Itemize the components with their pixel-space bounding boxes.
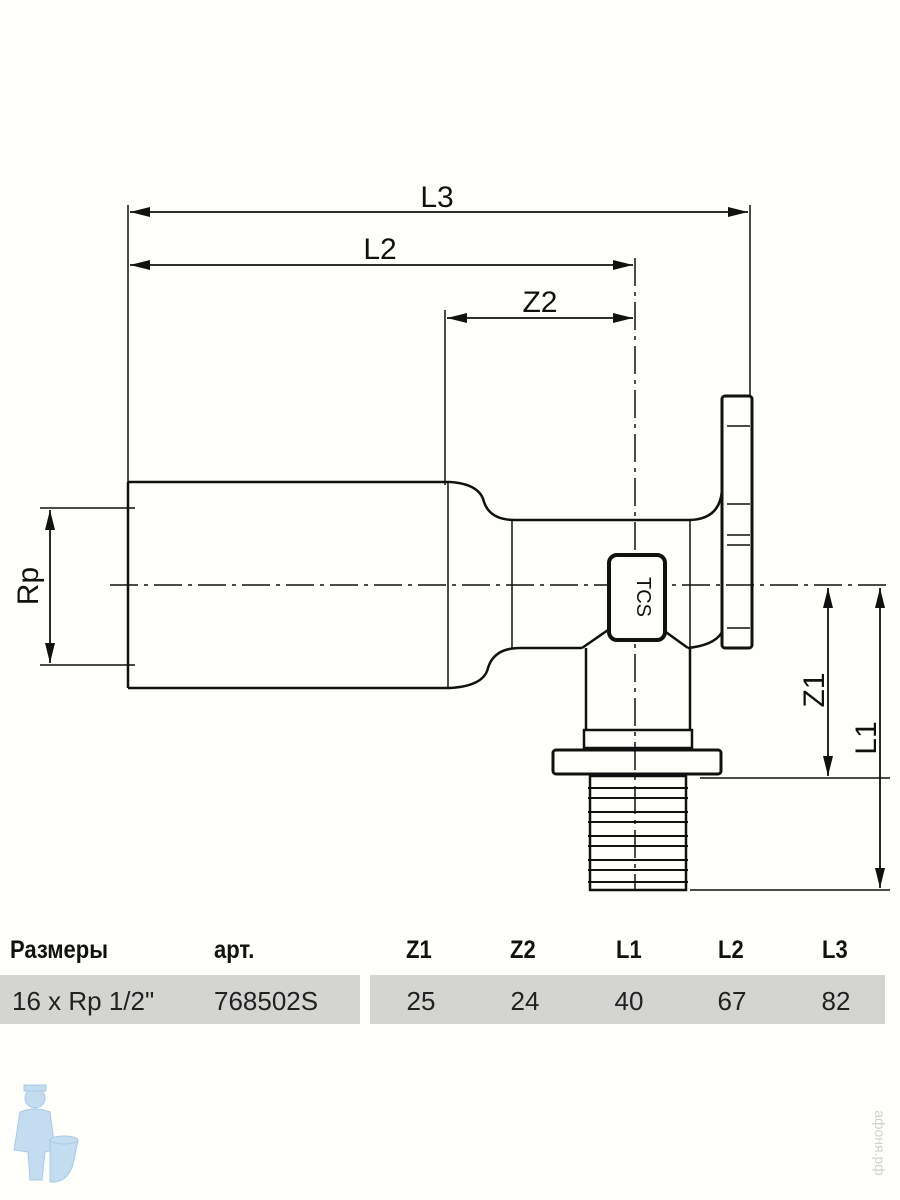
label-l2: L2 [363, 233, 396, 266]
cell-l2: 67 [717, 986, 747, 1016]
watermark: афоня.рф [872, 1110, 888, 1176]
header-z1: Z1 [406, 936, 432, 964]
label-rp: Rp [12, 567, 45, 605]
label-l1: L1 [850, 721, 883, 754]
tcs-badge-text: TCS [632, 577, 654, 617]
header-z2: Z2 [510, 936, 536, 964]
cell-article: 768502S [214, 986, 319, 1016]
cell-size: 16 x Rp 1/2" [12, 986, 155, 1016]
label-z2: Z2 [522, 286, 557, 319]
thread [588, 787, 688, 883]
wall-flange [720, 394, 754, 650]
header-l1: L1 [616, 936, 642, 964]
branch-ring [582, 728, 694, 750]
cell-z1: 25 [406, 986, 436, 1016]
cell-l3: 82 [821, 986, 851, 1016]
technical-drawing: TCS L3 L2 Z2 Rp Z1 L1 [12, 181, 890, 892]
branch-flange [551, 748, 723, 776]
label-l3: L3 [420, 181, 453, 214]
row-background [370, 975, 885, 1024]
label-z1: Z1 [798, 672, 831, 707]
header-size: Размеры [10, 936, 109, 964]
cell-l1: 40 [614, 986, 644, 1016]
header-l2: L2 [718, 936, 744, 964]
row-background [0, 975, 360, 1024]
cell-z2: 24 [510, 986, 540, 1016]
tcs-badge [607, 553, 667, 642]
fitting-body [126, 394, 754, 892]
thread-body [588, 774, 688, 892]
header-l3: L3 [822, 936, 848, 964]
plumber-logo-icon [13, 1084, 79, 1183]
header-article: арт. [214, 936, 255, 964]
